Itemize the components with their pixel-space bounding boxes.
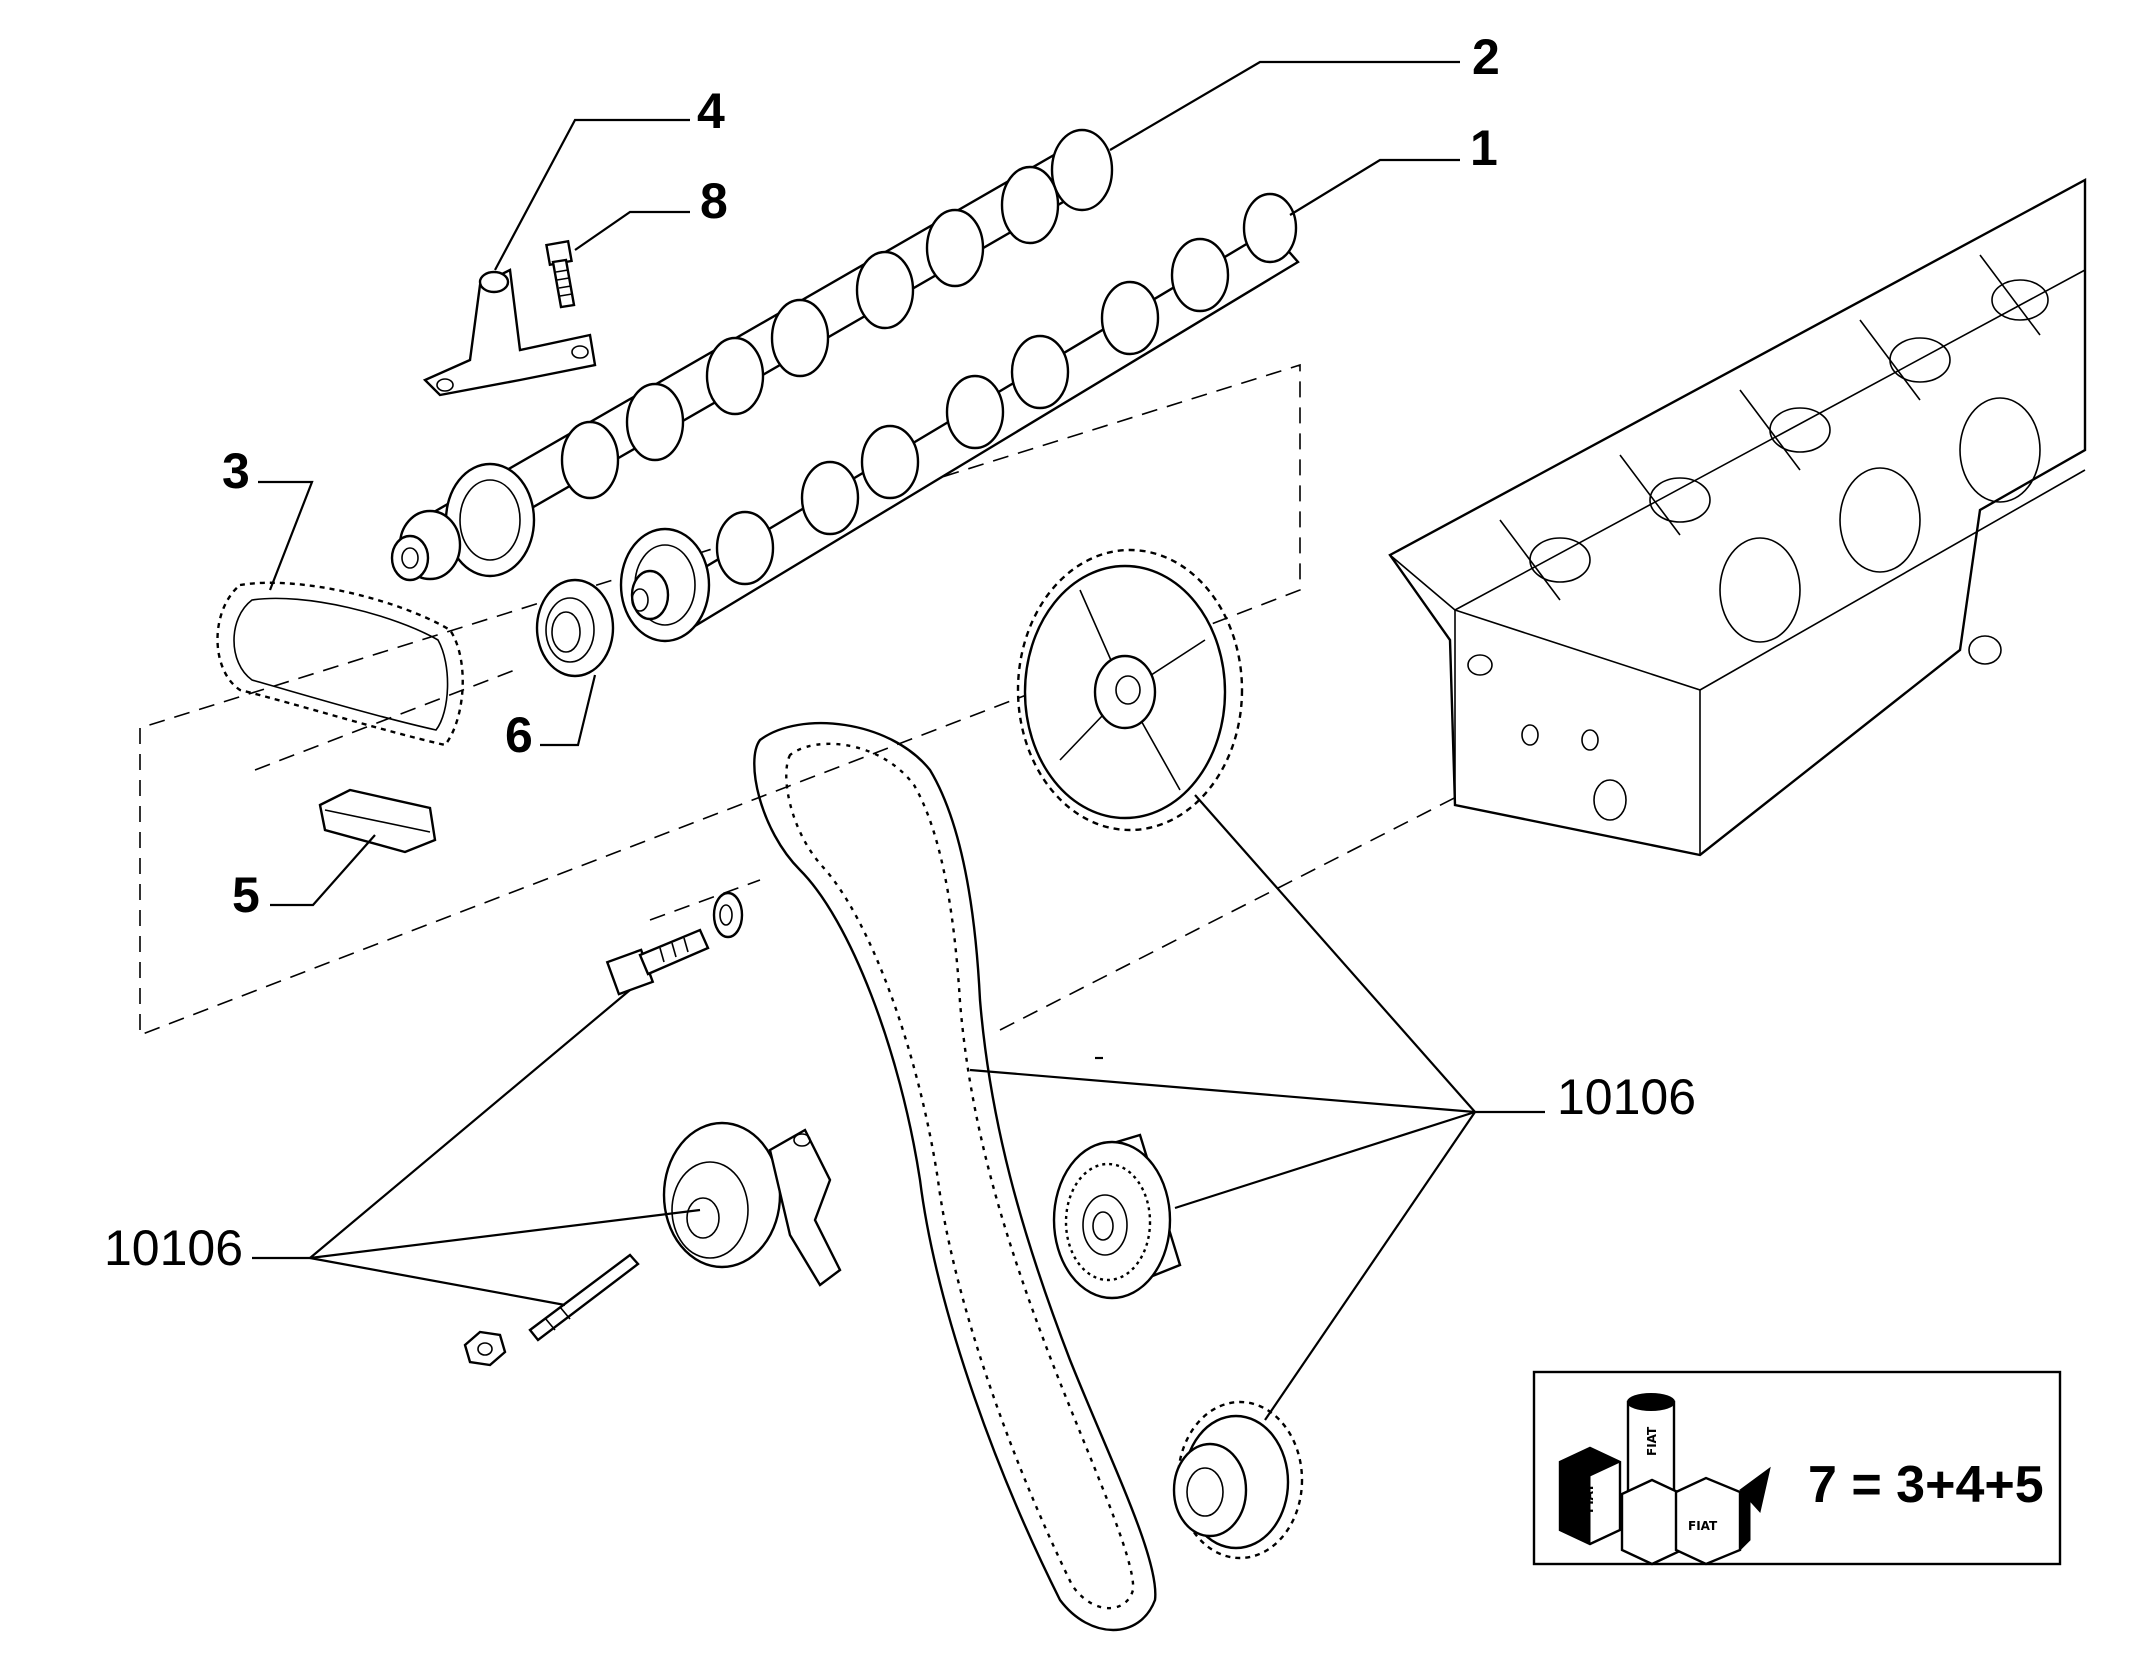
camshaft-pulley bbox=[1016, 548, 1244, 832]
camshaft-2-sprocket bbox=[390, 462, 536, 582]
sensor-bracket bbox=[422, 268, 597, 397]
belt-tensioner bbox=[662, 1121, 842, 1287]
washer bbox=[712, 891, 744, 939]
kit-box: FIAT FIAT FIAT 7 = 3+4+5 bbox=[1532, 1370, 2062, 1566]
camshaft-1-lobes bbox=[715, 192, 1298, 586]
timing-chain bbox=[216, 581, 464, 747]
camshaft-1-sprocket bbox=[619, 527, 711, 643]
callout-5: 5 bbox=[232, 867, 260, 923]
dashed-subassembly-outline bbox=[139, 363, 1471, 1037]
callout-8: 8 bbox=[700, 173, 728, 229]
camshaft-2-lobes bbox=[560, 128, 1114, 500]
reference-labels: 10106 10106 bbox=[104, 1069, 1696, 1276]
oil-seal bbox=[535, 578, 615, 678]
kit-icon: FIAT FIAT FIAT bbox=[1558, 1393, 1771, 1566]
bracket-bolt bbox=[545, 239, 576, 309]
callout-1: 1 bbox=[1470, 120, 1498, 176]
tensioner-bolt bbox=[605, 928, 710, 996]
camshaft-intake bbox=[390, 128, 1114, 582]
crankshaft-sprocket bbox=[1172, 1400, 1304, 1560]
callout-2: 2 bbox=[1472, 29, 1500, 85]
kit-formula: 7 = 3+4+5 bbox=[1808, 1456, 2044, 1514]
timing-belt bbox=[753, 722, 1157, 1632]
cylinder-head bbox=[1388, 177, 2087, 857]
idler-pulley bbox=[1052, 1133, 1182, 1300]
chain-shoe bbox=[318, 788, 437, 854]
callout-6: 6 bbox=[505, 707, 533, 763]
reference-leaders bbox=[252, 794, 1545, 1421]
reference-10106-left: 10106 bbox=[104, 1220, 243, 1276]
reference-10106-right: 10106 bbox=[1557, 1069, 1696, 1125]
callout-labels: 1 2 3 4 5 6 8 bbox=[222, 29, 1500, 923]
kit-brand-mark-2: FIAT bbox=[1582, 1483, 1596, 1513]
tensioner-stud bbox=[528, 1253, 640, 1342]
head-ports bbox=[1467, 279, 2049, 821]
tensioner-nut bbox=[463, 1330, 507, 1367]
callout-4: 4 bbox=[697, 83, 725, 139]
callout-leaders bbox=[258, 60, 1460, 1060]
callout-3: 3 bbox=[222, 443, 250, 499]
kit-brand-mark-3: FIAT bbox=[1688, 1519, 1718, 1533]
camshaft-exhaust bbox=[619, 192, 1300, 643]
kit-brand-mark-1: FIAT bbox=[1645, 1426, 1659, 1456]
